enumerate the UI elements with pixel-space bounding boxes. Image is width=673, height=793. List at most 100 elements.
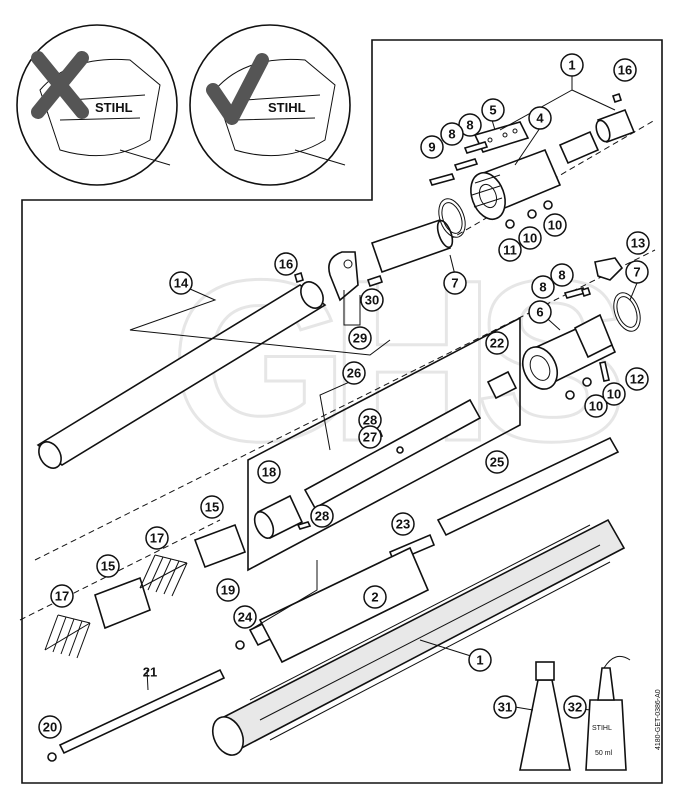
svg-text:7: 7 <box>633 265 640 280</box>
svg-text:30: 30 <box>365 293 379 308</box>
callout-2: 2 <box>363 585 387 609</box>
svg-text:29: 29 <box>353 331 367 346</box>
svg-text:11: 11 <box>503 243 517 258</box>
svg-text:8: 8 <box>558 268 565 283</box>
svg-text:4: 4 <box>536 111 544 126</box>
svg-text:28: 28 <box>363 413 377 428</box>
callout-19: 19 <box>216 578 240 602</box>
callout-7: 7 <box>443 271 467 295</box>
label-21: 21 <box>143 665 157 680</box>
callout-8: 8 <box>458 113 482 137</box>
leader-lines <box>129 75 638 711</box>
diagram-frame <box>21 39 663 784</box>
handle-clamp <box>521 313 617 390</box>
svg-text:2: 2 <box>371 590 378 605</box>
callout-6: 6 <box>528 300 552 324</box>
svg-text:13: 13 <box>631 236 645 251</box>
main-tube <box>211 518 626 756</box>
svg-text:15: 15 <box>205 500 219 515</box>
inset-correct-routing: STIHL <box>189 24 351 186</box>
svg-text:10: 10 <box>589 399 603 414</box>
callout-3: 1 <box>560 53 584 77</box>
svg-text:8: 8 <box>448 127 455 142</box>
check-mark-icon <box>206 53 269 125</box>
callout-8: 8 <box>531 275 555 299</box>
svg-text:10: 10 <box>523 231 537 246</box>
callout-32: 32 <box>563 695 587 719</box>
svg-text:15: 15 <box>101 559 115 574</box>
svg-text:8: 8 <box>539 280 546 295</box>
svg-text:19: 19 <box>221 583 235 598</box>
svg-text:6: 6 <box>536 305 543 320</box>
svg-text:31: 31 <box>498 700 512 715</box>
svg-text:23: 23 <box>396 517 410 532</box>
svg-text:1: 1 <box>476 653 483 668</box>
callout-26: 26 <box>342 361 366 385</box>
coupling-housing <box>470 148 562 221</box>
callout-16: 16 <box>613 58 637 82</box>
svg-text:50 ml: 50 ml <box>595 750 613 757</box>
spring-upper <box>139 554 188 597</box>
callout-18: 18 <box>257 460 281 484</box>
svg-text:8: 8 <box>466 118 473 133</box>
cross-mark-icon <box>31 51 89 119</box>
callout-8: 8 <box>440 122 464 146</box>
callout-27: 27 <box>358 425 382 449</box>
svg-text:32: 32 <box>568 700 582 715</box>
callout-13: 13 <box>626 231 650 255</box>
svg-text:27: 27 <box>363 430 377 445</box>
callout-12: 12 <box>625 367 649 391</box>
svg-text:10: 10 <box>607 387 621 402</box>
callout-4: 4 <box>528 106 552 130</box>
callout-25: 25 <box>485 450 509 474</box>
callout-1: 1 <box>468 648 492 672</box>
svg-text:16: 16 <box>279 257 293 272</box>
callout-7: 7 <box>625 260 649 284</box>
callout-11: 11 <box>498 238 522 262</box>
svg-text:24: 24 <box>238 610 253 625</box>
svg-text:STIHL: STIHL <box>95 100 133 115</box>
callout-15: 15 <box>96 554 120 578</box>
svg-text:STIHL: STIHL <box>592 725 612 732</box>
callout-28: 28 <box>310 504 334 528</box>
callout-20: 20 <box>38 715 62 739</box>
callout-8: 8 <box>550 263 574 287</box>
callout-30: 30 <box>360 288 384 312</box>
svg-text:21: 21 <box>143 665 157 680</box>
svg-text:9: 9 <box>428 140 435 155</box>
callout-31: 31 <box>493 695 517 719</box>
callout-14: 14 <box>169 271 193 295</box>
svg-text:17: 17 <box>55 589 69 604</box>
callout-9: 9 <box>420 135 444 159</box>
svg-text:7: 7 <box>451 276 458 291</box>
svg-text:28: 28 <box>315 509 329 524</box>
svg-text:14: 14 <box>174 276 189 291</box>
callout-16: 16 <box>274 252 298 276</box>
callout-10: 10 <box>602 382 626 406</box>
svg-text:STIHL: STIHL <box>268 100 306 115</box>
oil-bottle: STIHL 50 ml <box>585 655 631 771</box>
callout-10: 10 <box>518 226 542 250</box>
svg-text:18: 18 <box>262 465 276 480</box>
callout-22: 24 <box>233 605 257 629</box>
svg-text:25: 25 <box>490 455 504 470</box>
subassembly-box <box>247 316 521 572</box>
callout-10: 10 <box>543 213 567 237</box>
grease-tube <box>519 661 571 771</box>
svg-text:20: 20 <box>43 720 57 735</box>
svg-text:10: 10 <box>548 218 562 233</box>
svg-text:12: 12 <box>630 372 644 387</box>
callout-10: 10 <box>584 394 608 418</box>
callout-15: 15 <box>200 495 224 519</box>
callout-29: 29 <box>348 326 372 350</box>
svg-text:26: 26 <box>347 366 361 381</box>
svg-text:1: 1 <box>568 58 575 73</box>
svg-text:17: 17 <box>150 531 164 546</box>
reference-code: 4180-GET-0386-A0 <box>655 689 662 750</box>
callout-5: 5 <box>481 98 505 122</box>
clamp-bracket <box>328 251 359 302</box>
svg-text:5: 5 <box>489 103 496 118</box>
callout-17: 17 <box>145 526 169 550</box>
svg-text:22: 22 <box>490 336 504 351</box>
